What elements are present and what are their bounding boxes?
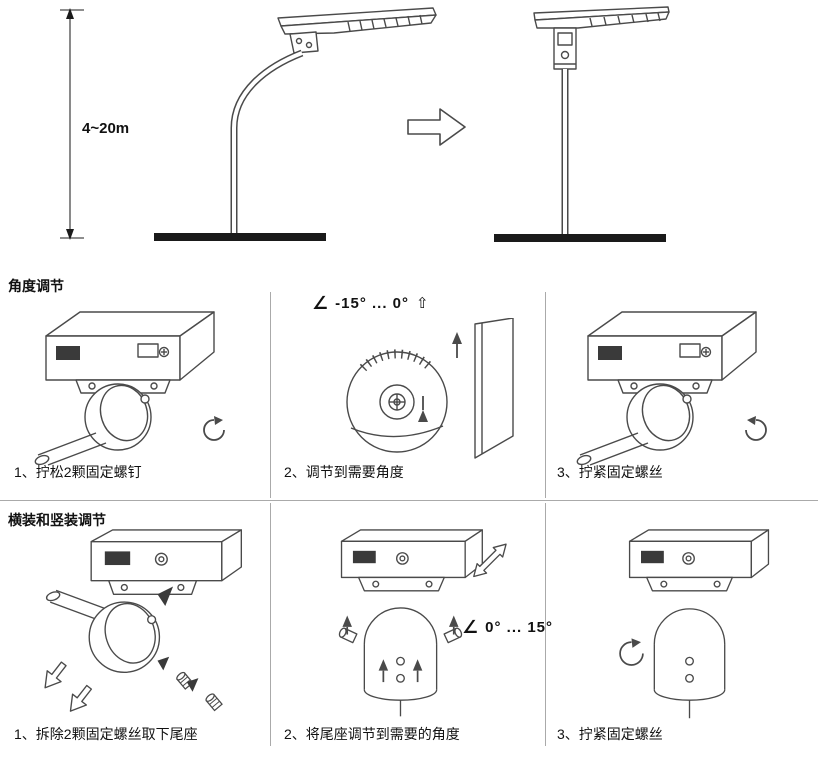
panel-divider — [270, 503, 271, 746]
tail-seat-cylinder — [84, 383, 152, 451]
remove-direction-arrow — [69, 684, 93, 712]
transition-arrow-icon — [407, 108, 466, 146]
adjust-direction-arrows — [418, 332, 462, 422]
step-drawing-tighten-screws — [576, 311, 767, 466]
pole-overview-diagram: 4~20m — [0, 0, 818, 260]
rotate-loosen-icon — [203, 416, 225, 441]
step-caption: 2、将尾座调节到需要的角度 — [284, 726, 460, 742]
panel-divider — [545, 292, 546, 498]
step-caption: 1、拧松2颗固定螺钉 — [14, 464, 142, 480]
arrow-up-icon — [66, 8, 74, 19]
arrow-down-icon — [66, 229, 74, 240]
height-label: 4~20m — [82, 120, 130, 137]
remove-direction-arrow — [44, 661, 67, 689]
panel-divider — [270, 292, 271, 498]
tail-seat-dome — [653, 608, 726, 645]
panel-divider — [545, 503, 546, 746]
removed-screw — [205, 693, 223, 712]
tail-seat-dome — [363, 607, 438, 645]
curved-pole-lamp-drawing — [154, 7, 437, 241]
section-title-mount-adjust: 横装和竖装调节 — [8, 512, 106, 528]
curved-pole — [230, 49, 304, 233]
angle-icon: ∠ — [312, 293, 329, 313]
straight-pole-lamp-drawing — [494, 6, 670, 242]
section-divider — [0, 500, 818, 501]
side-screw — [443, 627, 463, 644]
height-dimension-line — [60, 8, 84, 240]
swivel-double-arrow — [473, 543, 507, 578]
tail-seat-cylinder — [626, 383, 694, 451]
step-caption: 3、拧紧固定螺丝 — [557, 464, 663, 480]
rotate-tighten-icon — [745, 416, 767, 441]
rotate-tighten-icon — [619, 638, 644, 666]
step-drawing-adjust-angle — [346, 318, 514, 459]
step-drawing-adjust-tail-seat — [338, 529, 507, 717]
step-caption: 3、拧紧固定螺丝 — [557, 726, 663, 742]
step-drawing-loosen-screws — [34, 311, 225, 466]
tilt-direction-arrows — [342, 615, 459, 683]
step-drawing-tighten-tail-seat — [619, 529, 770, 719]
angle-range-label: 0° ... 15° — [485, 618, 554, 636]
angle-icon: ∠ — [462, 617, 479, 637]
screw-direction-arrow — [186, 678, 199, 692]
up-arrow-icon: ⇧ — [416, 294, 429, 312]
angle-range-label-row: ∠ -15° ... 0° ⇧ — [312, 294, 429, 312]
step-drawing-remove-tail-seat — [44, 529, 243, 712]
lamp-mount-bracket — [289, 31, 319, 54]
screw-direction-arrow — [157, 656, 170, 671]
pole-base — [494, 234, 666, 242]
side-screw — [338, 627, 358, 644]
step-caption: 1、拆除2颗固定螺丝取下尾座 — [14, 726, 198, 742]
angle-range-label-row: ∠ 0° ... 15° — [462, 618, 553, 636]
step-caption: 2、调节到需要角度 — [284, 464, 404, 480]
cable-end — [34, 454, 50, 466]
section-title-angle-adjust: 角度调节 — [8, 278, 64, 294]
angle-range-label: -15° ... 0° — [335, 294, 409, 312]
press-direction-arrow — [157, 586, 174, 606]
pole-base — [154, 233, 326, 241]
cable-end — [576, 454, 592, 466]
